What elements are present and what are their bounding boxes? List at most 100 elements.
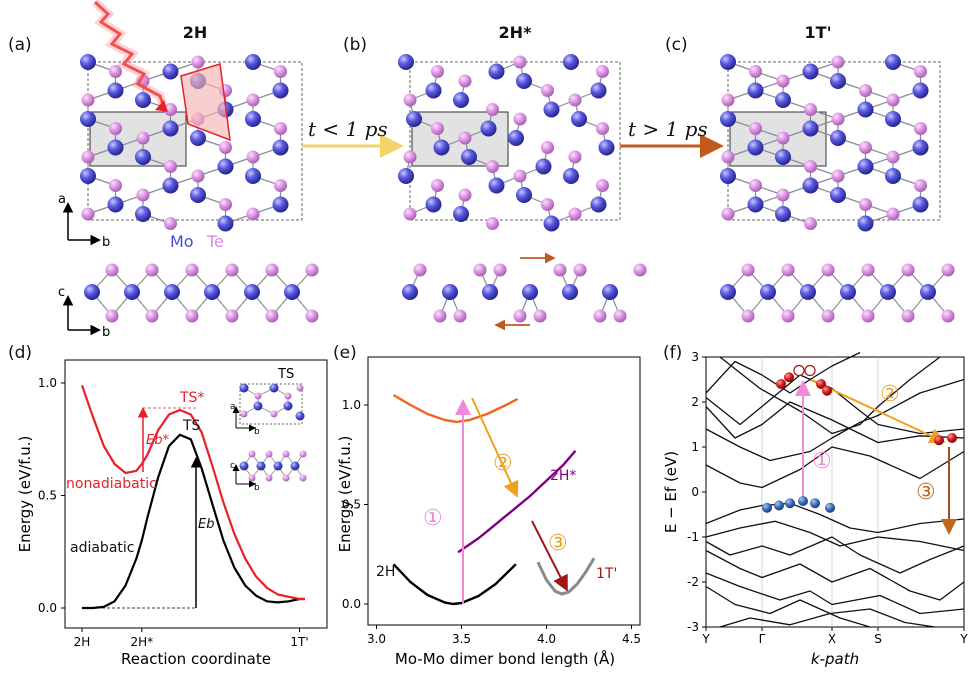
te-atom [781, 263, 795, 277]
te-atom [741, 263, 755, 277]
te-atom [721, 207, 735, 221]
band-line [705, 502, 965, 534]
panel-label-b: (b) [343, 35, 367, 55]
mo-atom [295, 411, 305, 421]
mo-atom [244, 284, 260, 300]
te-atom [164, 160, 177, 173]
te-atom [191, 55, 205, 69]
band-line [705, 520, 965, 552]
te-atom [403, 150, 417, 164]
te-atom [81, 93, 95, 107]
mo-atom [535, 158, 552, 175]
te-atom [219, 141, 232, 154]
te-atom [513, 55, 527, 69]
mo-atom [217, 158, 234, 175]
te-atom [274, 65, 287, 78]
mo-atom [269, 383, 279, 393]
series-line-2H* [457, 450, 577, 554]
mo-atom [461, 149, 477, 165]
plot-frame [367, 356, 641, 626]
te-atom [781, 309, 795, 323]
series-line-2H [392, 563, 517, 606]
te-atom [541, 198, 554, 211]
ts-star-label: TS* [179, 390, 204, 406]
te-atom [776, 188, 790, 202]
lattice-side-2h [84, 263, 319, 323]
x-tick-label: X [828, 632, 836, 646]
mo-atom [563, 168, 579, 184]
mo-atom [802, 63, 819, 80]
te-atom [596, 179, 609, 192]
mo-atom [162, 177, 179, 194]
te-atom [105, 263, 119, 277]
y-tick-label: 0.5 [342, 498, 361, 512]
y-tick-label: -3 [687, 620, 699, 634]
te-atom [804, 160, 817, 173]
mo-atom [802, 120, 819, 137]
step2-label: ② [493, 451, 513, 476]
mo-atom [453, 92, 469, 108]
te-atom [458, 188, 472, 202]
mo-atom [245, 111, 261, 127]
mo-atom [857, 215, 874, 232]
step1-label: ① [423, 506, 443, 531]
te-atom [886, 207, 900, 221]
series-line-adiabatic [82, 433, 305, 610]
te-atom [541, 84, 554, 97]
te-atom [749, 122, 762, 135]
te-atom [246, 93, 260, 107]
mo-atom [217, 215, 234, 232]
te-atom [901, 263, 915, 277]
legend-mo: Mo [170, 232, 194, 251]
te-atom [265, 309, 279, 323]
mo-atom [720, 111, 736, 127]
hole-carrier-dot [825, 502, 835, 513]
te-atom [776, 131, 790, 145]
te-atom [109, 179, 122, 192]
te-atom [721, 93, 735, 107]
mo-atom [543, 101, 560, 118]
panel-label-e: (e) [333, 343, 357, 363]
y-tick-label: 0.5 [38, 489, 57, 503]
te-atom [274, 122, 287, 135]
te-atom [914, 65, 927, 78]
te-atom [821, 309, 835, 323]
band-line [705, 572, 965, 615]
mo-atom [760, 284, 776, 300]
band-line [705, 585, 871, 628]
te-atom [453, 309, 467, 323]
step1-label: ① [812, 449, 832, 474]
te-atom [185, 263, 199, 277]
te-atom [413, 263, 427, 277]
mo-atom [204, 284, 220, 300]
series-line-nonadiabatic [80, 384, 305, 601]
y-tick-label: -1 [687, 530, 699, 544]
band-line [705, 378, 965, 462]
x-tick-label: 2H [74, 635, 91, 649]
te-atom [831, 112, 845, 126]
hole-dot [793, 364, 805, 377]
mo-atom [775, 92, 791, 108]
mo-atom [590, 196, 607, 213]
laser-arrow-head-icon [155, 100, 168, 112]
lattice-side-1tprime [720, 263, 955, 323]
x-tick-label: Y [959, 632, 968, 646]
mo-atom [256, 461, 266, 471]
mo-atom [885, 54, 901, 70]
te-atom [185, 309, 199, 323]
svg-text:a: a [230, 402, 236, 412]
mo-atom [880, 284, 896, 300]
te-atom [282, 450, 290, 458]
te-atom [633, 263, 647, 277]
te-atom [403, 207, 417, 221]
mo-atom [747, 196, 764, 213]
te-atom [741, 309, 755, 323]
mo-atom [80, 111, 96, 127]
mo-atom [590, 82, 607, 99]
mo-atom [107, 82, 124, 99]
te-atom [914, 179, 927, 192]
te-atom [821, 263, 835, 277]
x-tick-label: 2H* [130, 635, 153, 649]
